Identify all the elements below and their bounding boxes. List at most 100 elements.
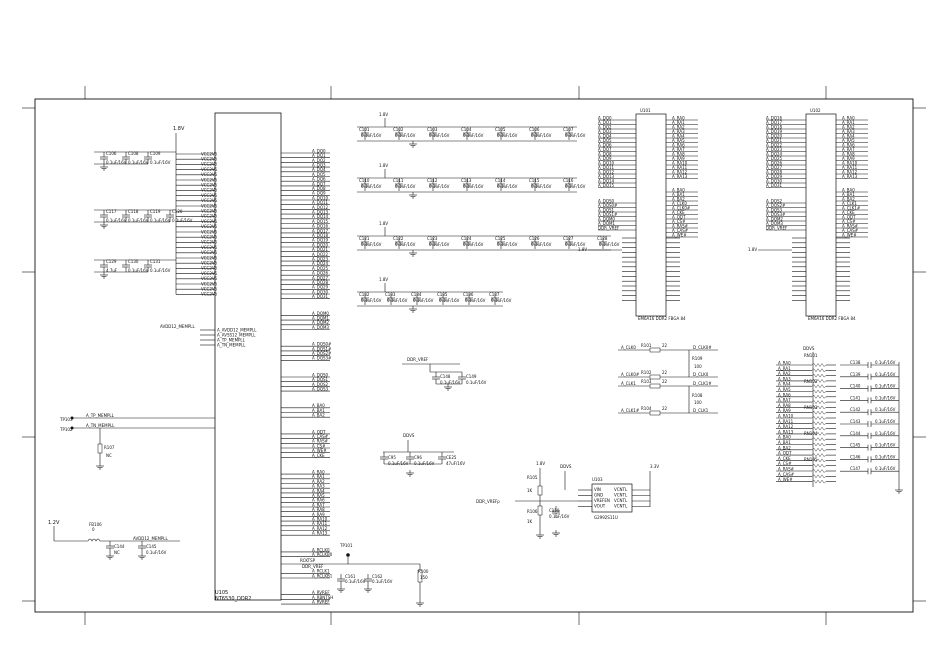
regulator-part: G2992S11U xyxy=(594,515,618,520)
test-point-dot xyxy=(70,416,74,420)
rn-cap-ref: C140 xyxy=(850,384,861,389)
rn-resistor xyxy=(811,442,827,447)
tp103-net: A_TP_MEMPLL xyxy=(86,413,115,418)
ddr-net-label: A_DQ25 xyxy=(766,156,783,161)
rn-cap-ref: C144 xyxy=(850,431,861,436)
ddr-vref-net: DDR_VREF xyxy=(407,357,429,362)
ic-net-label: A_RA7 xyxy=(312,502,325,507)
c162-val: 0.1uF/16V xyxy=(372,579,393,584)
sheet-frame xyxy=(22,86,926,625)
ic-net-label: A_BA2 xyxy=(312,413,325,418)
ddr-net-label: A_BA2 xyxy=(842,197,855,202)
rn-net-label: A_RA3 xyxy=(778,376,791,381)
ic-net-label: A_DQ22 xyxy=(312,252,329,257)
c149-val: 0.1uF/16V xyxy=(466,380,487,385)
clock-output-label: D_CLK0 xyxy=(693,372,709,377)
ic-net-label: A_RCLK1 xyxy=(312,569,330,574)
cap-ref: C120 xyxy=(172,209,183,214)
mempll-net-label-2: AVDD12_MEMPLL xyxy=(133,536,169,541)
cap-value: 0.1uF/16V xyxy=(128,160,149,165)
ddr-net-label: A_DQ31 xyxy=(766,183,783,188)
rn-resistor xyxy=(811,394,827,399)
rn-net-label: A_BA1 xyxy=(778,440,791,445)
ddr-net-label: A_RA12 xyxy=(672,170,688,175)
regulator-pin-label: VIN xyxy=(594,487,601,492)
ddr-net-label: A_RA13 xyxy=(672,174,688,179)
left-decoupling-caps: 1.8V C1060.1uF/16VC1080.1uF/16VC1090.1uF… xyxy=(94,126,193,279)
ic-net-label: A_RAS# xyxy=(312,439,329,444)
ddr-net-label: A_RA8 xyxy=(672,152,685,157)
cap-ref: C135 xyxy=(437,292,448,297)
rn-net-label: A_RA12 xyxy=(778,424,794,429)
ddr-net-label: A_DQS0 xyxy=(598,199,615,204)
rn-net-label: A_RA13 xyxy=(778,429,794,434)
ic-net-label: A_DQ26 xyxy=(312,271,329,276)
cap-ref: C136 xyxy=(463,292,474,297)
tp103-ref: TP103 xyxy=(59,417,73,422)
rn-resistor xyxy=(811,453,827,457)
resistor-ref: R103 xyxy=(641,379,652,384)
ic-net-label: A_RA6 xyxy=(312,498,325,503)
ic-net-label: A_RA0 xyxy=(312,470,325,475)
ddr-net-label: A_DQ29 xyxy=(766,174,783,179)
ic-net-label: A_DQS1 xyxy=(312,377,329,382)
resistor-value: 22 xyxy=(662,379,668,384)
rn-net-label: A_WE# xyxy=(778,477,793,482)
ddr-net-label: A_DQ12 xyxy=(598,170,615,175)
supply-label: 1.8V xyxy=(379,277,388,282)
r107-body xyxy=(97,443,103,454)
ddr-net-label: A_CAS# xyxy=(842,228,859,233)
cap-value: 0.1uF/16V xyxy=(565,242,586,247)
term-ref: R108 xyxy=(692,393,703,398)
ddr-net-label: A_BA1 xyxy=(672,192,685,197)
regulator-vref-net: DDR_VREFp xyxy=(476,499,500,504)
cap-ref: C110 xyxy=(359,178,370,183)
ic-net-label: A_DQ4 xyxy=(312,167,326,172)
rn-resistor xyxy=(811,416,827,420)
cap-ref: C129 xyxy=(106,259,117,264)
ic-net-label: A_DQ12 xyxy=(312,205,329,210)
cap-ref: C115 xyxy=(529,178,540,183)
ic-net-label: A_DQM0 xyxy=(312,311,329,316)
resistor-ref: R101 xyxy=(641,343,652,348)
rn-net-label: A_RA4 xyxy=(778,382,791,387)
supply-label: 1.8V xyxy=(379,221,388,226)
c95-ref: C95 xyxy=(388,455,396,460)
cap-value: 0.1uF/16V xyxy=(150,160,171,165)
ddr-net-label: A_DQ6 xyxy=(598,143,612,148)
c96-ref: C96 xyxy=(414,455,422,460)
ddr-net-label: A_CKE xyxy=(672,210,685,215)
ddr-net-label: A_BA0 xyxy=(842,188,855,193)
ddr-net-label: A_DQ3 xyxy=(598,129,612,134)
rn-resistor xyxy=(811,469,827,473)
ic-net-label: A_WE# xyxy=(312,448,327,453)
tp102-ref: TP102 xyxy=(59,427,73,432)
cap-value: 0.1uF/16V xyxy=(429,133,450,138)
ddr-net-label: A_ODT xyxy=(842,215,856,220)
border-rect xyxy=(34,98,914,613)
ddr-net-label: A_RA6 xyxy=(672,143,685,148)
rn-resistor xyxy=(811,426,827,431)
vcc-pin-label: VCC2V5 xyxy=(201,255,218,260)
cap-ref: C121 xyxy=(359,236,370,241)
ddr-net-label: A_DQ28 xyxy=(766,170,783,175)
cap-value: 0.1uF/16V xyxy=(463,184,484,189)
ic-net-label: A_DQS0 xyxy=(312,372,329,377)
rn-net-label: A_RA9 xyxy=(778,408,791,413)
regulator-pin-label: VCNTL xyxy=(614,498,628,503)
ddr-net-label: A_RA11 xyxy=(842,165,858,170)
rn-cap-ref: C143 xyxy=(850,419,861,424)
rn-resistor xyxy=(811,437,827,442)
cap-value: 0.1uF/16V xyxy=(128,268,149,273)
r105-val: 1K xyxy=(527,488,533,493)
ic-net-label: A_DQ11 xyxy=(312,200,329,205)
rn-cap-value: 0.1uF/16V xyxy=(875,384,896,389)
ic-pin-label: A_AVSS12_MEMPLL xyxy=(217,332,256,337)
regulator-pin-label: VOUT xyxy=(594,504,606,509)
vcc-pin-label: VCC2V5 xyxy=(201,183,218,188)
ddr-net-label: A_CS# xyxy=(842,219,856,224)
ic-net-label: A_DQS3 xyxy=(312,387,329,392)
main-ic: U105 NT6530_DDR2 VCC2V5VCC2V5VCC2V5VCC2V… xyxy=(175,112,333,605)
ddr-net-label: A_RA12 xyxy=(842,170,858,175)
vtt-regulator: U103 G2992S11U 1.8V DDVS 3.3V DDR_VREFp … xyxy=(476,461,659,539)
